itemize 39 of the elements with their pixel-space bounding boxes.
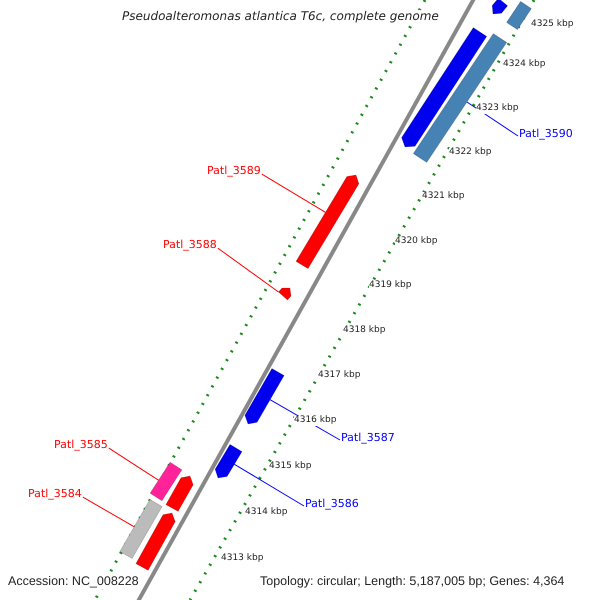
gene-block (119, 499, 163, 559)
scale-label: 4317 kbp (318, 371, 360, 381)
scale-label: 4322 kbp (449, 148, 492, 158)
gene-label: Patl_3590 (519, 128, 573, 140)
pointed-gene-block (296, 174, 360, 270)
pointed-gene-block (278, 288, 292, 300)
gene-label: Patl_3587 (341, 432, 395, 444)
scale-label: 4324 kbp (503, 60, 546, 70)
gene-label: Patl_3584 (28, 488, 82, 500)
scale-label: 4316 kbp (294, 416, 336, 426)
scale-label: 4315 kbp (269, 462, 312, 472)
leader-line (466, 102, 518, 136)
pointed-gene-block (214, 444, 242, 478)
scale-label: 4325 kbp (531, 20, 574, 30)
scale-label: 4321 kbp (422, 192, 464, 202)
leader-line (108, 448, 159, 481)
pointed-gene-block (244, 368, 285, 424)
leader-line (82, 496, 135, 528)
gene-block (150, 462, 182, 502)
gene-block (506, 0, 532, 30)
diagram-title: Pseudoalteromonas atlantica T6c, complete genome (122, 10, 439, 24)
gene-label: Patl_3588 (163, 239, 217, 252)
scale-label: 4320 kbp (395, 237, 438, 247)
pointed-gene-block (136, 512, 176, 571)
scale-label: 4318 kbp (343, 326, 386, 336)
scale-label: 4323 kbp (476, 104, 518, 114)
gene-label: Patl_3585 (54, 439, 108, 452)
leader-line (217, 248, 279, 292)
pointed-gene-block (166, 476, 194, 512)
scale-label: 4319 kbp (369, 281, 412, 291)
gene-label: Patl_3586 (305, 498, 359, 510)
gene-label: Patl_3589 (207, 165, 261, 178)
scale-label: 4313 kbp (221, 554, 264, 564)
pointed-gene-block (492, 0, 508, 14)
footer-note: Topology: circular; Length: 5,187,005 bp; Genes: 4,364 (260, 575, 564, 589)
footer-note: Accession: NC_008228 (8, 575, 139, 589)
scale-label: 4314 kbp (245, 508, 288, 518)
leader-line (234, 464, 304, 506)
leader-line (261, 174, 326, 213)
